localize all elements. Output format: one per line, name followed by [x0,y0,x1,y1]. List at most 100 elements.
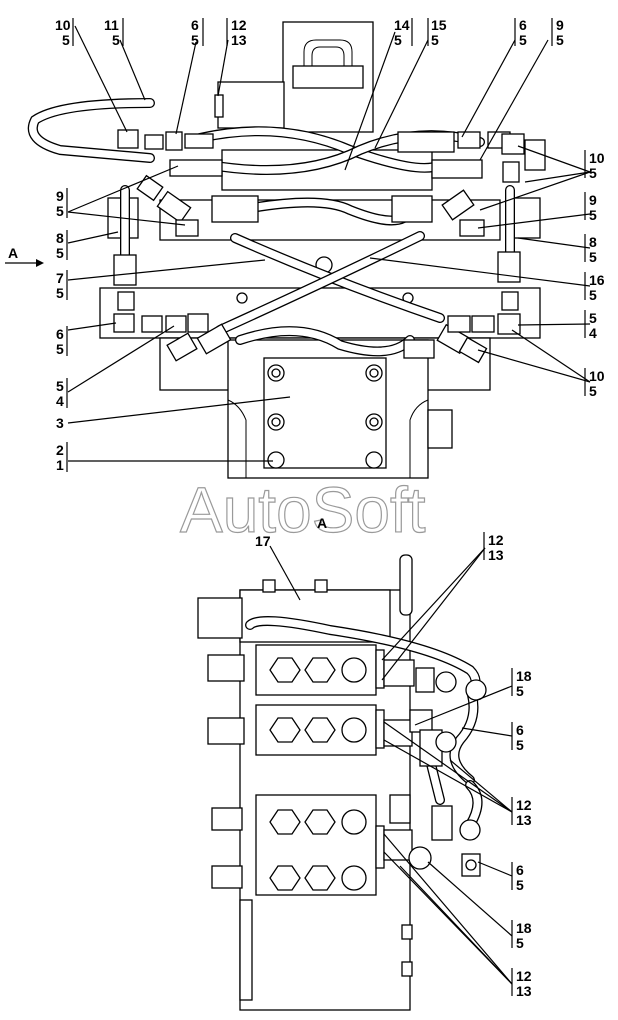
fitting [435,731,457,753]
fitting [459,819,481,841]
svg-text:5: 5 [56,285,64,301]
svg-text:18: 18 [516,668,532,684]
watermark: AutoSoft [180,474,426,546]
callout-17: 17 [255,533,271,549]
seal-12 [375,709,385,749]
plug [341,865,367,891]
callout-3: 3 [56,415,64,431]
callout-9-5: 9 5 [56,188,68,219]
callout-9-5: 9 5 [551,17,564,48]
callout-6-5: 6 5 [56,326,68,357]
svg-text:1: 1 [56,457,64,473]
right-port [524,139,546,171]
svg-text:5: 5 [589,249,597,265]
fitting-9 [156,190,192,224]
svg-text:5: 5 [394,32,402,48]
svg-text:5: 5 [56,245,64,261]
svg-text:8: 8 [589,234,597,250]
svg-text:2: 2 [56,442,64,458]
hex-nut [269,717,301,743]
svg-text:5: 5 [431,32,439,48]
svg-text:16: 16 [589,272,605,288]
fitting-5 [471,315,495,333]
callout-18-5: 18 5 [511,668,532,699]
arrow-label: A [8,245,18,261]
svg-text:13: 13 [516,983,532,999]
svg-text:5: 5 [556,32,564,48]
svg-text:10: 10 [55,17,71,33]
hex-nut [269,809,301,835]
callout-8-5: 8 5 [56,230,68,261]
svg-text:5: 5 [62,32,70,48]
svg-text:12: 12 [516,797,532,813]
svg-text:13: 13 [231,32,247,48]
svg-text:17: 17 [255,533,271,549]
fitting [458,336,488,364]
side-callouts: 17 12 13 18 5 6 5 12 13 [255,532,532,999]
fitting [175,219,199,237]
callout-5-4: 5 4 [584,310,597,341]
seal-12 [375,649,385,689]
svg-text:5: 5 [112,32,120,48]
stud [401,924,413,940]
svg-text:18: 18 [516,920,532,936]
hex-nut [269,865,301,891]
fitting [415,667,435,693]
svg-text:5: 5 [589,207,597,223]
hex-nuts [269,657,367,891]
fitting [447,315,471,333]
svg-text:5: 5 [516,737,524,753]
svg-text:5: 5 [516,935,524,951]
callout-11-5: 11 5 [104,17,124,48]
svg-text:9: 9 [589,192,597,208]
svg-text:5: 5 [589,383,597,399]
callout-9-5: 9 5 [584,192,597,223]
hex-nut [269,657,301,683]
hex-nut [304,717,336,743]
svg-text:10: 10 [589,150,605,166]
svg-text:13: 13 [516,812,532,828]
side-bracket [399,554,413,616]
callout-14-5: 14 5 [394,17,413,48]
callout-7-5: 7 5 [56,270,68,301]
svg-text:4: 4 [589,325,597,341]
fitting [397,131,455,153]
plug [341,657,367,683]
svg-text:5: 5 [519,32,527,48]
eye-base [292,65,364,89]
fitting [383,829,413,861]
callout-2-1: 2 1 [56,442,68,473]
fitting [465,679,487,701]
svg-text:12: 12 [516,968,532,984]
callout-6-5: 6 5 [511,862,524,893]
bolt [365,451,383,469]
svg-text:6: 6 [516,862,524,878]
svg-text:14: 14 [394,17,410,33]
fitting [441,189,475,221]
fitting-6 [165,131,183,151]
svg-text:6: 6 [56,326,64,342]
callout-6-5: 6 5 [514,17,527,48]
svg-text:5: 5 [56,203,64,219]
fitting [389,794,411,824]
callout-16-5: 16 5 [584,272,605,303]
svg-text:8: 8 [56,230,64,246]
hex-nut [304,809,336,835]
svg-text:5: 5 [56,378,64,394]
svg-text:11: 11 [104,17,119,33]
fitting-9 [431,159,483,179]
fitting [169,159,223,177]
fitting-6 [457,131,481,149]
fitting [141,315,163,333]
side-left-port [197,597,243,639]
svg-text:5: 5 [589,165,597,181]
plug [341,717,367,743]
fitting [403,339,435,359]
callout-12-13: 12 13 [511,797,532,828]
top-view: A 10 5 11 5 6 5 12 13 [5,17,605,479]
fitting [431,805,453,841]
callout-12-13: 12 13 [483,532,504,563]
svg-text:7: 7 [56,270,64,286]
svg-text:13: 13 [488,547,504,563]
